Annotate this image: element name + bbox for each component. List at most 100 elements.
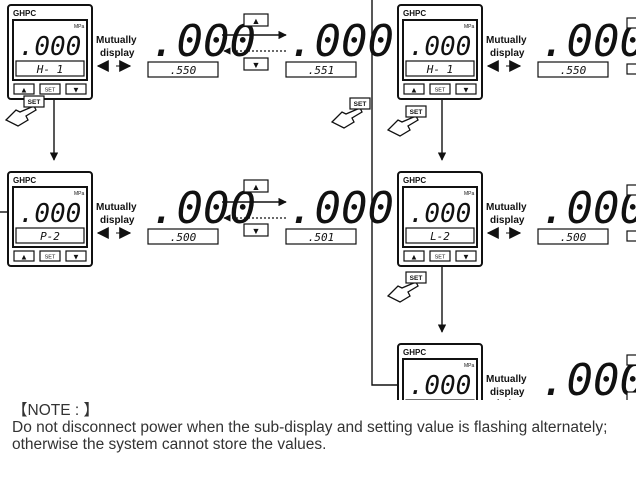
left-1-up-key[interactable] — [243, 13, 269, 27]
mutual-label-line1: Mutually — [486, 374, 527, 385]
right-2-main-display: .000.500 — [537, 183, 636, 245]
main-display: .000 — [19, 32, 82, 62]
main-display: .000 — [409, 32, 472, 62]
sub-value-box — [285, 61, 357, 78]
up-button[interactable] — [13, 250, 35, 262]
note-text: Do not disconnect power when the sub-dis… — [12, 419, 608, 453]
down-button[interactable] — [65, 83, 87, 95]
mutual-label-line1: Mutually — [96, 202, 137, 213]
set-button[interactable] — [429, 83, 451, 95]
clipped-key[interactable] — [626, 230, 636, 242]
set-key[interactable] — [23, 95, 45, 108]
right-set-hand-2: SET — [386, 271, 427, 303]
left-2-up-key-label: ▲ — [252, 182, 261, 192]
pointing-hand-icon — [386, 281, 419, 303]
brand-label: GHPC — [403, 176, 426, 185]
up-button[interactable] — [13, 83, 35, 95]
right-set-hand-1: SET — [386, 105, 427, 137]
big-main-value: .000 — [288, 16, 394, 67]
set-key-label: SET — [410, 275, 423, 282]
right-3-main-display: .000.550 — [540, 355, 636, 400]
code-display: P-2 — [40, 230, 60, 243]
up-button-label: ▲ — [410, 86, 418, 95]
down-button[interactable] — [455, 250, 477, 262]
code-display: L-2 — [430, 230, 450, 243]
left-2-main-display: .000.500 — [147, 183, 256, 245]
set-key[interactable] — [405, 105, 427, 118]
code-display: H- 1 — [36, 63, 64, 76]
set-key-label: SET — [354, 101, 367, 108]
code-display-box — [15, 227, 85, 244]
big-main-value: .000 — [288, 183, 394, 234]
left-2-up-key[interactable] — [243, 179, 269, 193]
note-block: 【NOTE : 】 Do not disconnect power when t… — [12, 402, 634, 453]
left-2-next-display: .000.501 — [285, 183, 394, 245]
clipped-key[interactable] — [626, 63, 636, 75]
mutual-label-line2: display — [490, 387, 525, 398]
unit-label: MPa — [464, 191, 475, 197]
set-button-label: SET — [45, 88, 56, 94]
brand-label: GHPC — [403, 348, 426, 357]
left-1-down-key[interactable] — [243, 57, 269, 71]
up-button-label: ▲ — [20, 86, 28, 95]
down-button-label: ▼ — [462, 86, 470, 95]
down-button-label: ▼ — [72, 86, 80, 95]
mutual-label-line1: Mutually — [486, 202, 527, 213]
up-button-label: ▲ — [20, 253, 28, 262]
lcd-screen — [402, 358, 478, 400]
down-button-label: ▼ — [72, 253, 80, 262]
big-main-value: .000 — [540, 16, 636, 67]
up-button[interactable] — [403, 83, 425, 95]
pointing-hand-icon — [386, 115, 419, 137]
clipped-key[interactable] — [626, 17, 636, 29]
left-1-next-display: .000.551 — [285, 16, 394, 78]
left-1-down-key-label: ▼ — [252, 60, 261, 70]
unit-label: MPa — [464, 363, 475, 369]
big-main-value: .000 — [150, 183, 256, 234]
mutual-label-line2: display — [100, 48, 135, 59]
clipped-key[interactable] — [626, 184, 636, 196]
code-display-box — [405, 60, 475, 77]
mutual-label-line2: display — [100, 215, 135, 226]
set-key-label: SET — [410, 109, 423, 116]
sub-value-box — [147, 228, 219, 245]
down-button[interactable] — [455, 83, 477, 95]
set-button[interactable] — [39, 250, 61, 262]
left-1-up-key-label: ▲ — [252, 16, 261, 26]
big-main-value: .000 — [150, 16, 256, 67]
big-main-value: .000 — [540, 355, 636, 400]
mutual-label-line1: Mutually — [96, 35, 137, 46]
mutual-label-line1: Mutually — [486, 35, 527, 46]
sub-value-box — [147, 61, 219, 78]
unit-label: MPa — [464, 24, 475, 30]
right-1-main-display: .000.550 — [537, 16, 636, 78]
up-button[interactable] — [403, 250, 425, 262]
sub-value: .501 — [308, 231, 335, 244]
set-key[interactable] — [405, 271, 427, 284]
set-button[interactable] — [39, 83, 61, 95]
mutual-label-line2: display — [490, 215, 525, 226]
flow-divider-line — [371, 0, 398, 386]
set-key[interactable] — [349, 97, 371, 110]
clipped-key[interactable] — [626, 354, 636, 366]
code-display: H- 1 — [426, 63, 454, 76]
sub-value-box — [537, 61, 609, 78]
code-display-box — [15, 60, 85, 77]
left-2-down-key-label: ▼ — [252, 226, 261, 236]
set-button[interactable] — [429, 250, 451, 262]
brand-label: GHPC — [403, 9, 426, 18]
sub-value: .550 — [170, 64, 197, 77]
pointing-hand-icon — [330, 107, 363, 129]
sub-value: .500 — [560, 231, 587, 244]
set-button-label: SET — [435, 255, 446, 261]
set-key-label: SET — [28, 99, 41, 106]
sub-value-box — [285, 228, 357, 245]
clipped-key[interactable] — [626, 391, 636, 400]
down-button[interactable] — [65, 250, 87, 262]
left-2-down-key[interactable] — [243, 223, 269, 237]
